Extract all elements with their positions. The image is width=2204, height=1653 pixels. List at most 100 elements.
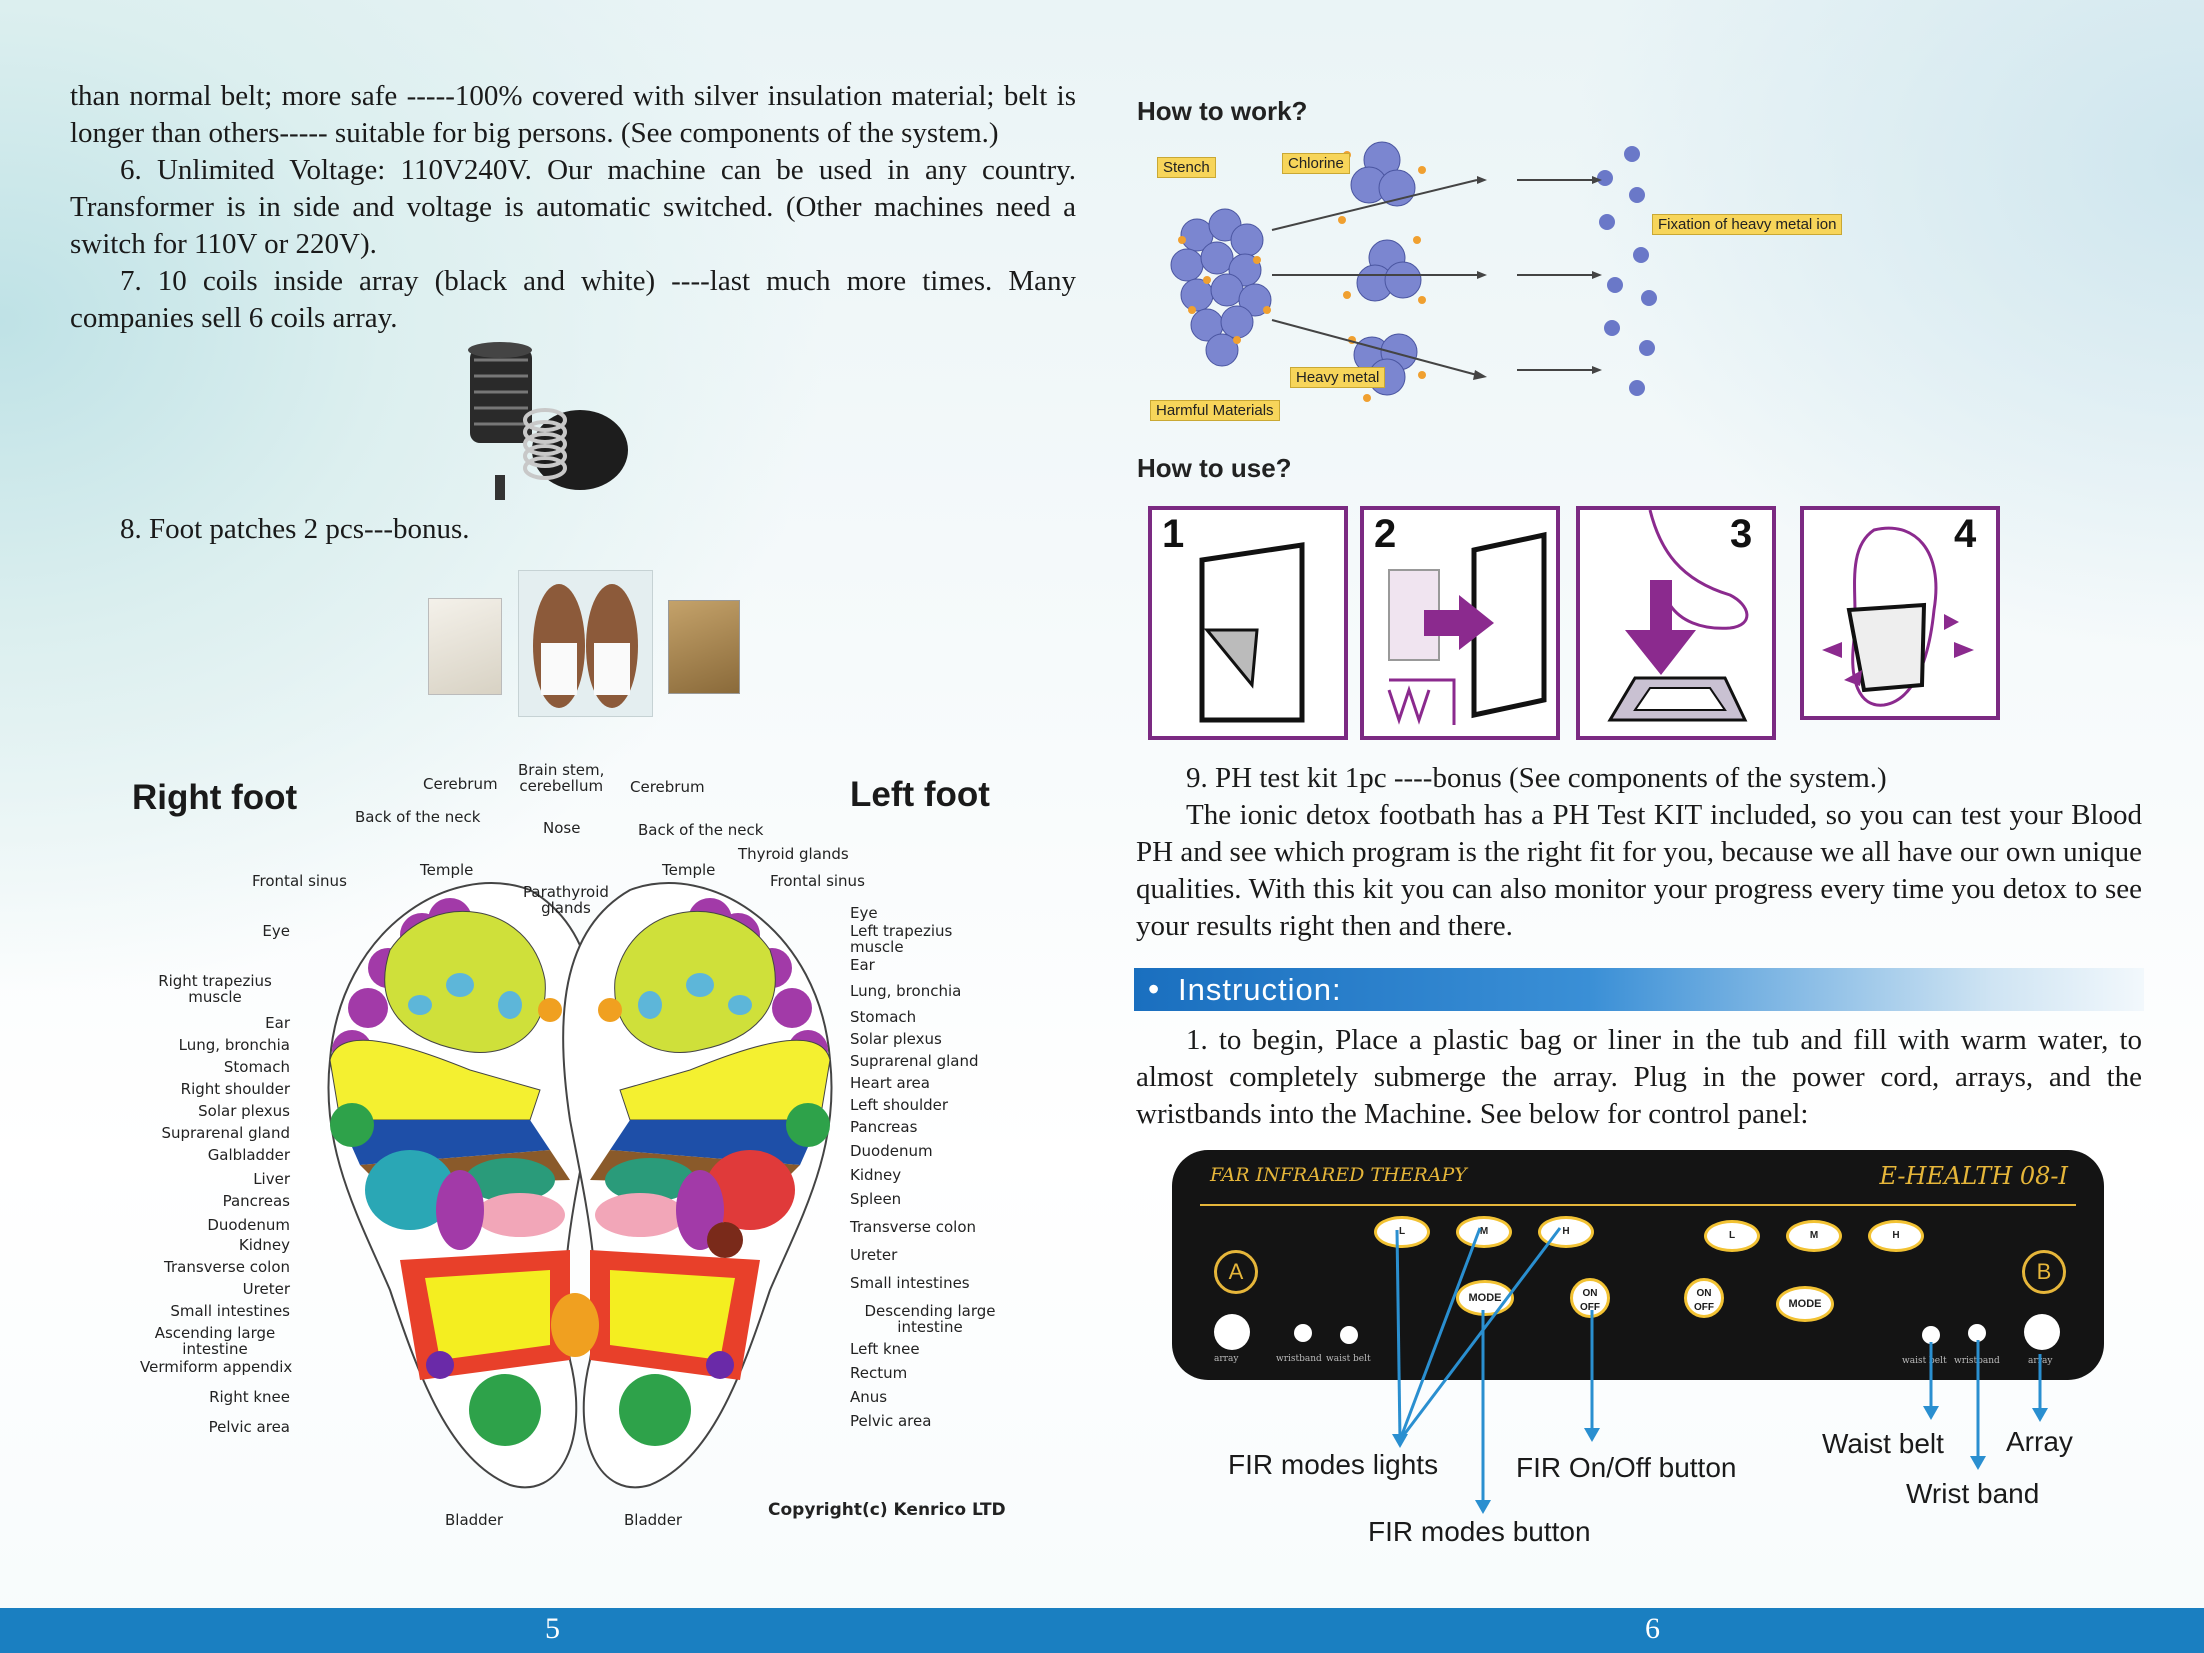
label-ear-left: Ear [850, 956, 875, 974]
label-stomach-right: Stomach [223, 1058, 290, 1076]
onoff-button-b[interactable]: ON OFF [1684, 1278, 1724, 1318]
label-ear-right: Ear [265, 1014, 290, 1032]
panel-brand-left: FAR INFRARED THERAPY [1210, 1164, 1467, 1186]
step-2-number: 2 [1374, 512, 1397, 556]
label-kidney-left: Kidney [850, 1166, 902, 1184]
label-stench: Stench [1157, 157, 1216, 178]
footer-bar [0, 1608, 2204, 1653]
mode-button-b[interactable]: MODE [1776, 1286, 1834, 1322]
instruction-bar: • Instruction: [1134, 968, 2144, 1011]
waistbelt-port-b[interactable] [1922, 1326, 1940, 1344]
paragraph-foot-patches: 8. Foot patches 2 pcs---bonus. [120, 513, 470, 545]
label-chlorine: Chlorine [1282, 153, 1350, 174]
label-stomach-left: Stomach [850, 1008, 917, 1026]
label-kidney-right: Kidney [238, 1236, 290, 1254]
wristband-port-b[interactable] [1968, 1324, 1986, 1342]
label-harmful: Harmful Materials [1150, 400, 1280, 421]
label-frontal-sinus-right: Frontal sinus [252, 872, 347, 890]
label-transverse-colon-left: Transverse colon [850, 1218, 976, 1236]
label-ureter-left: Ureter [850, 1246, 898, 1264]
label-fixation: Fixation of heavy metal ion [1652, 214, 1843, 235]
wristband-port-a-label: wristband [1276, 1354, 1322, 1364]
label-left-shoulder: Left shoulder [850, 1096, 949, 1114]
annotation-fir-onoff: FIR On/Off button [1516, 1452, 1737, 1483]
label-parathyroid: Parathyroid glands [523, 883, 609, 917]
right-page: How to work? [1102, 0, 2204, 1608]
label-left-trapezius: Left trapezius muscle [850, 922, 953, 956]
label-left-knee: Left knee [850, 1340, 920, 1358]
array-port-b[interactable] [2024, 1314, 2060, 1350]
side-a-badge: A [1214, 1250, 1258, 1294]
wristband-port-b-label: wristband [1954, 1356, 2000, 1366]
wristband-port-a[interactable] [1294, 1324, 1312, 1342]
array-port-a-label: array [1214, 1354, 1239, 1364]
bullet-icon: • [1148, 971, 1160, 1007]
light-l-a: L [1374, 1216, 1430, 1248]
label-back-neck-right: Back of the neck [355, 808, 481, 826]
label-ureter-right: Ureter [242, 1280, 290, 1298]
side-b-badge: B [2022, 1250, 2066, 1294]
right-side-labels: Eye Left trapezius muscle Ear Lung, bron… [850, 905, 1030, 1429]
label-ascending-intestine: Ascending large intestine [154, 1324, 276, 1358]
left-side-labels: Eye Right trapezius muscle Ear Lung, bro… [140, 922, 293, 1435]
feet-diagram [327, 882, 833, 1489]
step-4-panel: 4 [1800, 506, 2000, 720]
label-appendix: Vermiform appendix [140, 1358, 293, 1376]
label-cerebrum-left: Cerebrum [630, 778, 705, 796]
mode-button-a[interactable]: MODE [1456, 1280, 1514, 1316]
how-to-use-heading: How to use? [1137, 453, 1292, 483]
label-eye-right: Eye [262, 922, 290, 940]
label-temple-left: Temple [662, 861, 716, 879]
label-temple-right: Temple [420, 861, 474, 879]
waistbelt-port-a[interactable] [1340, 1326, 1358, 1344]
label-cerebrum-right: Cerebrum [423, 775, 498, 793]
page-number-left: 5 [545, 1612, 560, 1645]
instruction-heading: Instruction: [1178, 972, 1342, 1007]
label-bladder-left: Bladder [624, 1511, 683, 1529]
label-right-trapezius: Right trapezius muscle [158, 972, 272, 1006]
label-eye-left: Eye [850, 904, 878, 922]
onoff-button-a[interactable]: ON OFF [1570, 1278, 1610, 1318]
paragraph-ionic-detox: The ionic detox footbath has a PH Test K… [1136, 799, 2142, 942]
label-duodenum-left: Duodenum [850, 1142, 933, 1160]
paragraph-ph-kit: 9. PH test kit 1pc ----bonus (See compon… [1186, 762, 1887, 794]
label-liver: Liver [253, 1170, 290, 1188]
label-lung-right: Lung, bronchia [178, 1036, 290, 1054]
label-suprarenal-right: Suprarenal gland [161, 1124, 290, 1142]
right-text-middle: 9. PH test kit 1pc ----bonus (See compon… [1136, 760, 2142, 945]
control-panel: FAR INFRARED THERAPY E-HEALTH 08-I A B L… [1172, 1150, 2104, 1380]
array-port-a[interactable] [1214, 1314, 1250, 1350]
used-patch-image [668, 600, 740, 694]
chart-copyright: Copyright(c) Kenrico LTD [768, 1500, 1006, 1520]
onoff-b-bottom: OFF [1694, 1302, 1714, 1313]
right-foot-title: Right foot [132, 778, 298, 817]
label-suprarenal-left: Suprarenal gland [850, 1052, 979, 1070]
step-4-number: 4 [1954, 512, 1977, 556]
label-small-intestines-left: Small intestines [850, 1274, 970, 1292]
paragraph-coils: 7. 10 coils inside array (black and whit… [70, 265, 1076, 334]
step-3-panel: 3 [1576, 506, 1776, 740]
label-heavy-metal: Heavy metal [1290, 367, 1386, 388]
light-m-b: M [1786, 1220, 1842, 1252]
label-pancreas-right: Pancreas [222, 1192, 290, 1210]
step-1-panel: 1 [1148, 506, 1348, 740]
patch-packet-image [428, 598, 502, 695]
step-2-panel: 2 [1360, 506, 1560, 740]
paragraph-voltage: 6. Unlimited Voltage: 110V240V. Our mach… [70, 154, 1076, 260]
label-thyroid: Thyroid glands [738, 845, 849, 863]
label-brain-stem: Brain stem, cerebellum [518, 761, 605, 795]
label-nose: Nose [543, 819, 581, 837]
light-m-a: M [1456, 1216, 1512, 1248]
label-rectum: Rectum [850, 1364, 908, 1382]
left-foot-title: Left foot [850, 775, 990, 814]
annotation-wrist-band: Wrist band [1906, 1478, 2040, 1509]
label-pancreas-left: Pancreas [850, 1118, 918, 1136]
onoff-a-bottom: OFF [1580, 1302, 1600, 1313]
label-anus: Anus [850, 1388, 888, 1406]
light-h-a: H [1538, 1216, 1594, 1248]
paragraph-instruction-1: 1. to begin, Place a plastic bag or line… [1136, 1024, 2142, 1130]
onoff-b-top: ON [1696, 1288, 1712, 1299]
label-bladder-right: Bladder [445, 1511, 504, 1529]
label-solar-plexus-right: Solar plexus [198, 1102, 290, 1120]
label-descending-intestine: Descending large intestine [864, 1302, 996, 1336]
